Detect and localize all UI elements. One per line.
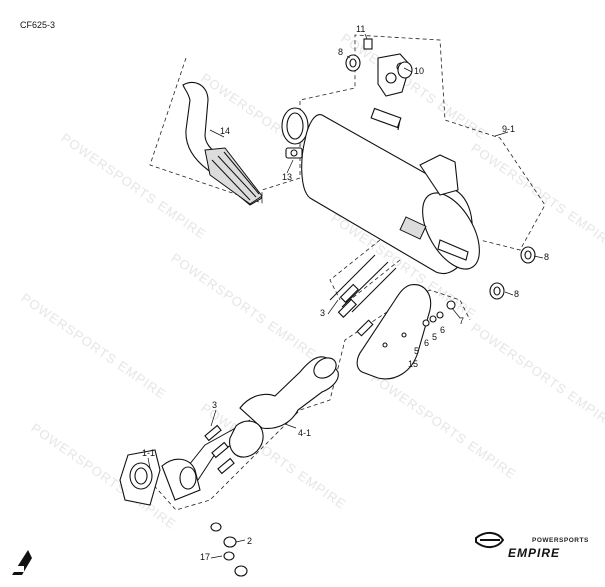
watermark-text: POWERSPORTS EMPIRE <box>468 140 605 252</box>
pipe-clamp <box>281 107 309 159</box>
flange-nuts <box>210 522 248 577</box>
callout-3: 3 <box>320 308 325 318</box>
watermark-text: POWERSPORTS EMPIRE <box>58 130 209 242</box>
mid-pipe <box>184 356 339 481</box>
heat-shield-pipe <box>182 81 263 206</box>
watermark-text: POWERSPORTS EMPIRE <box>468 320 605 432</box>
watermark-text: POWERSPORTS EMPIRE <box>168 250 319 362</box>
springs-upper <box>337 283 374 337</box>
group-outline-lower <box>139 289 471 511</box>
watermark-text: POWERSPORTS EMPIRE <box>368 370 519 482</box>
callout-2: 2 <box>247 536 252 546</box>
hardware-washers <box>422 300 456 327</box>
springs-lower <box>204 424 235 475</box>
callout-1-1: 1-1 <box>142 448 155 458</box>
callout-11: 11 <box>356 24 365 34</box>
callout-5: 5 <box>432 332 437 342</box>
callout-6: 6 <box>424 338 429 348</box>
brand-logo: POWERSPORTS EMPIRE <box>475 532 589 560</box>
callout-6: 6 <box>440 325 445 335</box>
callout-9-1: 9-1 <box>502 124 515 134</box>
callout-5: 5 <box>414 346 419 356</box>
callout-10: 10 <box>414 66 424 76</box>
mount-bracket <box>345 38 413 97</box>
watermark-text: POWERSPORTS EMPIRE <box>338 30 489 142</box>
callout-17: 17 <box>200 552 210 562</box>
leader-lines <box>147 33 544 559</box>
front-arrow-icon <box>12 550 32 575</box>
callout-8: 8 <box>544 252 549 262</box>
callout-13: 13 <box>282 172 292 182</box>
callout-14: 14 <box>220 126 230 136</box>
callout-8: 8 <box>338 47 343 57</box>
header-pipe <box>119 420 264 506</box>
mount-rod <box>329 254 397 313</box>
callout-4-1: 4-1 <box>298 428 311 438</box>
callout-7: 7 <box>459 316 464 326</box>
callout-3: 3 <box>212 400 217 410</box>
callout-15: 15 <box>408 359 418 369</box>
brand-small-text: POWERSPORTS <box>532 537 589 544</box>
callouts: 11 8 10 9-1 14 13 8 8 7 3 6 5 6 5 15 3 4… <box>142 24 549 562</box>
watermark-text: POWERSPORTS EMPIRE <box>18 290 169 402</box>
heat-shield-plate <box>356 284 432 380</box>
brand-big-text: EMPIRE <box>508 546 560 560</box>
grommet-set <box>489 246 536 300</box>
watermark-layer: POWERSPORTS EMPIRE POWERSPORTS EMPIRE PO… <box>18 30 605 532</box>
muffler <box>301 107 480 275</box>
diagram-code: CF625-3 <box>20 20 55 30</box>
callout-8: 8 <box>514 289 519 299</box>
